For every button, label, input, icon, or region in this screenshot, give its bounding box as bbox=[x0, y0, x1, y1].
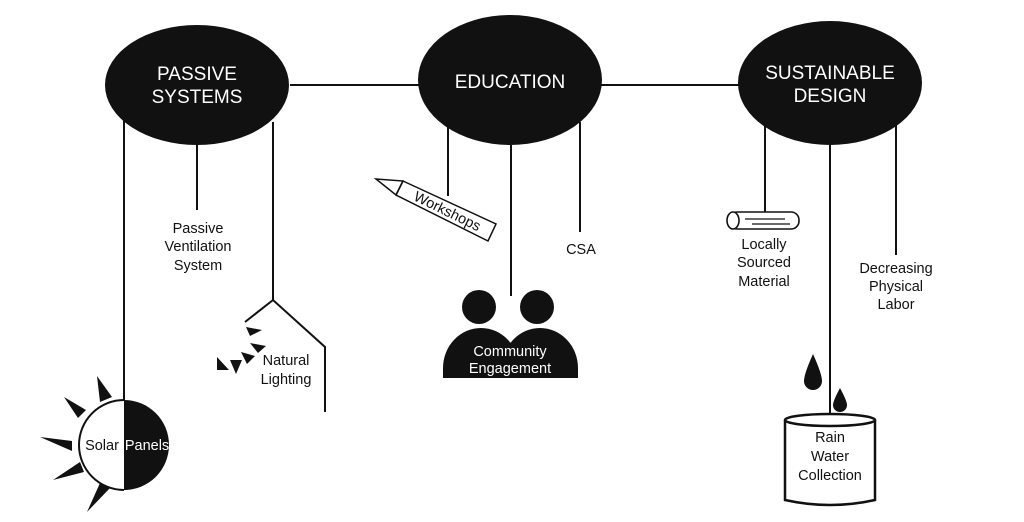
hub-passive-systems: PASSIVE SYSTEMS bbox=[105, 25, 289, 145]
locally-sourced-line1: Locally bbox=[741, 237, 787, 253]
hub-education-title: EDUCATION bbox=[455, 72, 565, 93]
log-icon bbox=[726, 211, 800, 230]
passive-ventilation-line2: Ventilation bbox=[165, 239, 232, 255]
node-workshops: Workshops bbox=[373, 178, 498, 243]
node-csa: CSA bbox=[566, 242, 596, 258]
hub-education: EDUCATION bbox=[418, 15, 602, 145]
people-icon bbox=[443, 290, 578, 378]
solar-panels-right: Panels bbox=[125, 438, 169, 454]
natural-lighting-line1: Natural bbox=[263, 353, 310, 369]
node-passive-ventilation: Passive Ventilation System bbox=[165, 221, 232, 274]
passive-ventilation-line1: Passive bbox=[173, 221, 224, 237]
hub-sustainable-design: SUSTAINABLE DESIGN bbox=[738, 21, 922, 145]
locally-sourced-line3: Material bbox=[738, 274, 790, 290]
window-light-icon bbox=[217, 298, 326, 412]
node-decreasing-labor: Decreasing Physical Labor bbox=[859, 261, 932, 313]
node-solar-panels: Solar Panels bbox=[40, 376, 169, 512]
solar-panels-left: Solar bbox=[85, 438, 119, 454]
hub-sustainable-design-line1: SUSTAINABLE bbox=[765, 63, 895, 84]
node-natural-lighting: Natural Lighting bbox=[217, 298, 326, 412]
locally-sourced-line2: Sourced bbox=[737, 255, 791, 271]
csa-label: CSA bbox=[566, 242, 596, 258]
node-community-engagement: Community Engagement bbox=[443, 290, 578, 378]
node-rain-water: Rain Water Collection bbox=[783, 354, 877, 507]
connector-lines bbox=[123, 84, 897, 418]
pencil-icon bbox=[373, 178, 498, 243]
rain-water-line3: Collection bbox=[798, 468, 862, 484]
hub-sustainable-design-line2: DESIGN bbox=[794, 86, 867, 107]
decreasing-labor-line2: Physical bbox=[869, 279, 923, 295]
rain-water-line1: Rain bbox=[815, 430, 845, 446]
hub-passive-systems-line2: SYSTEMS bbox=[152, 87, 243, 108]
hub-passive-systems-line1: PASSIVE bbox=[157, 64, 237, 85]
passive-ventilation-line3: System bbox=[174, 258, 222, 274]
decreasing-labor-line3: Labor bbox=[877, 297, 914, 313]
natural-lighting-line2: Lighting bbox=[261, 372, 312, 388]
rain-barrel-icon bbox=[783, 354, 877, 507]
rain-water-line2: Water bbox=[811, 449, 849, 465]
node-locally-sourced: Locally Sourced Material bbox=[726, 211, 800, 290]
decreasing-labor-line1: Decreasing bbox=[859, 261, 932, 277]
sun-icon bbox=[40, 376, 169, 512]
community-engagement-line1: Community bbox=[473, 344, 547, 360]
community-engagement-line2: Engagement bbox=[469, 361, 551, 377]
